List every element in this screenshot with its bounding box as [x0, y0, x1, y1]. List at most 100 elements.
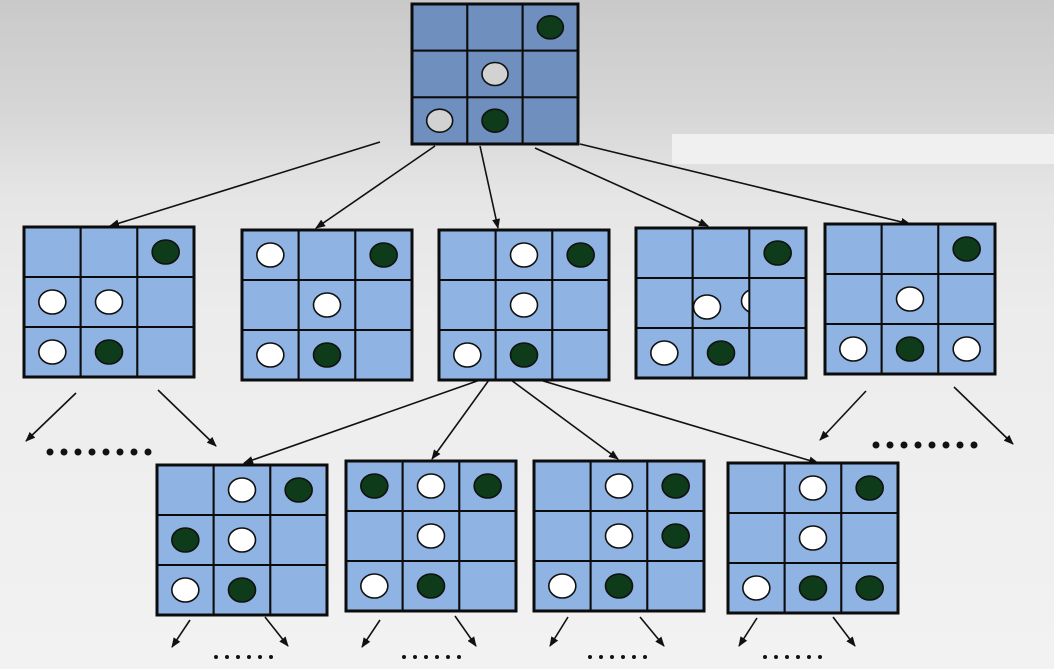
cell-root-2-2: [521, 96, 580, 146]
cell-l1-a-2-2: [136, 326, 195, 378]
piece-white: [360, 573, 389, 599]
continuation-arrow-0: [25, 392, 77, 442]
piece-dark: [473, 473, 502, 499]
ellipsis-dot: [144, 448, 152, 456]
cell-l2-b-1-0: [345, 510, 404, 562]
background-panel: [672, 134, 1054, 164]
cell-root-0-0: [411, 3, 469, 52]
continuation-layer: [25, 386, 1014, 659]
ellipsis-dot: [424, 655, 428, 659]
board-frame-root: [410, 2, 580, 146]
ellipsis-dot: [785, 655, 789, 659]
ellipsis-dot: [970, 441, 978, 449]
piece-dark: [855, 575, 884, 601]
board-l2-b: [344, 459, 518, 613]
edge-l1-c-to-l2-d: [539, 379, 819, 465]
ellipsis-dot: [269, 655, 273, 659]
cell-l1-e-1-0: [824, 273, 883, 325]
ellipsis-dot: [807, 655, 811, 659]
board-l1-d: [634, 226, 808, 380]
piece-dark: [227, 577, 257, 603]
piece-white: [548, 573, 577, 599]
piece-dark: [312, 342, 342, 368]
ellipsis-dot: [74, 448, 82, 456]
piece-white: [256, 342, 285, 368]
board-frame-l1-e: [823, 222, 997, 376]
ellipsis-dot: [643, 655, 647, 659]
piece-dark: [360, 473, 389, 499]
piece-dark: [763, 240, 792, 266]
board-frame-l1-a: [22, 225, 196, 379]
ellipsis-dot: [818, 655, 822, 659]
piece-dark: [566, 242, 595, 268]
piece-dark: [798, 575, 828, 601]
edge-root-to-l1-e: [579, 143, 911, 226]
cell-l1-b-0-1: [297, 229, 357, 281]
board-frame-l2-b: [344, 459, 518, 613]
ellipsis-dot: [446, 655, 450, 659]
cell-l1-c-2-2: [551, 329, 610, 381]
piece-dark: [661, 523, 690, 549]
piece-white: [895, 286, 925, 312]
ellipsis-dot: [886, 441, 894, 449]
piece-dark: [855, 475, 884, 501]
continuation-arrow-11: [832, 616, 856, 647]
piece-white: [38, 289, 67, 315]
boards-layer: [22, 2, 997, 617]
cell-root-0-1: [466, 3, 524, 52]
ellipsis-dots-1: [872, 441, 978, 449]
board-frame-l1-c: [437, 228, 611, 382]
board-l2-a: [155, 463, 329, 617]
piece-white: [38, 339, 67, 365]
piece-white: [798, 475, 828, 501]
cell-l1-e-0-0: [824, 223, 883, 275]
piece-dark: [151, 239, 180, 265]
board-l2-d: [726, 461, 900, 615]
cell-l2-b-1-2: [458, 510, 518, 562]
ellipsis-dot: [588, 655, 592, 659]
ellipsis-dot: [130, 448, 138, 456]
piece-dark: [952, 236, 981, 262]
cell-l1-c-1-2: [551, 279, 610, 331]
piece-white: [416, 473, 446, 499]
piece-white: [171, 577, 200, 603]
ellipsis-dot: [457, 655, 461, 659]
edge-root-to-l1-a: [109, 141, 381, 228]
ellipsis-dot: [942, 441, 950, 449]
cell-l1-d-1-0: [635, 277, 694, 329]
board-frame-l1-d: [634, 226, 808, 380]
cell-l1-a-1-2: [136, 276, 195, 328]
cell-l2-a-0-0: [156, 464, 215, 516]
continuation-arrow-1: [157, 389, 217, 447]
piece-white: [256, 242, 285, 268]
board-l1-e: [823, 222, 997, 376]
ellipsis-dot: [435, 655, 439, 659]
piece-white: [416, 523, 446, 549]
cell-l1-b-2-2: [354, 329, 414, 381]
piece-white: [509, 242, 539, 268]
ellipsis-dot: [413, 655, 417, 659]
cell-l2-d-0-0: [727, 462, 786, 514]
board-frame-l2-a: [155, 463, 329, 617]
continuation-arrow-4: [171, 619, 191, 648]
continuation-arrow-6: [361, 619, 381, 648]
ellipsis-dot: [763, 655, 767, 659]
continuation-arrow-5: [264, 616, 289, 647]
ellipsis-dot: [872, 441, 880, 449]
ellipsis-dot: [236, 655, 240, 659]
ellipsis-dots-0: [46, 448, 152, 456]
ellipsis-dot: [956, 441, 964, 449]
piece-grey: [481, 61, 509, 87]
cell-l1-d-0-0: [635, 227, 694, 279]
ellipsis-dot: [599, 655, 603, 659]
piece-dark: [895, 336, 925, 362]
piece-dark: [604, 573, 634, 599]
edge-l1-c-to-l2-c: [510, 379, 619, 460]
piece-dark: [94, 339, 124, 365]
piece-white: [839, 336, 868, 362]
piece-dark: [536, 15, 565, 40]
ellipsis-dot: [88, 448, 96, 456]
piece-white: [227, 527, 257, 553]
piece-white: [952, 336, 981, 362]
cell-l2-a-1-2: [269, 514, 329, 566]
